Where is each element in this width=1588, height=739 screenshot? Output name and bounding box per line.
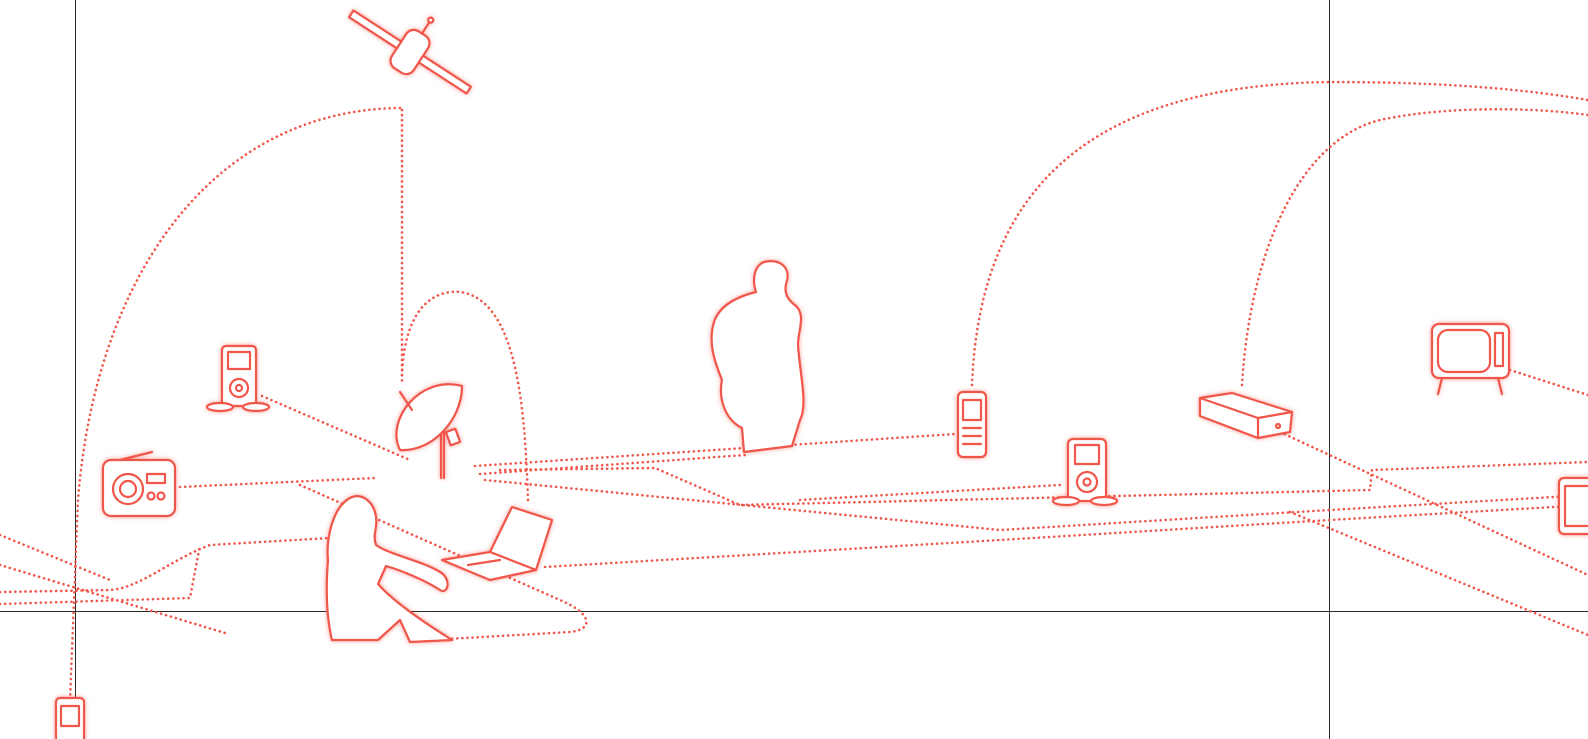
settop-lane-2 bbox=[1290, 512, 1588, 635]
device-icons bbox=[56, 0, 1588, 739]
mp3-player-icon bbox=[207, 346, 269, 411]
laptop-icon bbox=[442, 507, 552, 580]
laptop-lane bbox=[545, 505, 1588, 567]
dish-to-phone bbox=[475, 434, 955, 466]
satellite-dish-icon bbox=[396, 384, 462, 478]
satellite-icon bbox=[339, 0, 490, 109]
person-sitting-icon bbox=[327, 496, 452, 642]
radio-to-dish bbox=[180, 478, 375, 487]
mp3-to-dish bbox=[262, 396, 410, 460]
floor-lane-3 bbox=[0, 535, 110, 580]
radio-icon bbox=[103, 452, 175, 516]
cross-lane-2 bbox=[500, 462, 1588, 505]
tablet-icon-partial bbox=[1559, 478, 1588, 534]
person-standing-icon bbox=[712, 261, 804, 452]
ipod-lane bbox=[800, 485, 1060, 500]
set-top-box-icon bbox=[1200, 393, 1292, 438]
mp3-player-icon-2 bbox=[1053, 439, 1117, 505]
television-icon bbox=[1432, 324, 1509, 394]
tv-lane bbox=[1510, 370, 1588, 395]
settop-arc bbox=[1242, 109, 1588, 385]
mobile-phone-icon-small bbox=[56, 698, 84, 739]
floor-lane-4 bbox=[0, 565, 225, 633]
cross-lane-1 bbox=[485, 480, 1588, 530]
floor-lane-1 bbox=[0, 538, 330, 592]
mobile-phone-icon bbox=[958, 392, 986, 457]
settop-lane-1 bbox=[1280, 432, 1588, 575]
